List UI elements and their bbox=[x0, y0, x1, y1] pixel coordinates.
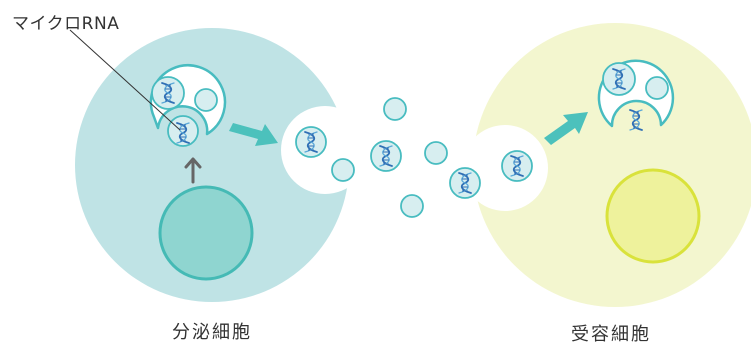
budding-vesicle bbox=[167, 115, 199, 147]
microrna-leader-line bbox=[69, 29, 181, 131]
uptake-arrow bbox=[544, 112, 588, 145]
recipient-cell-nucleus bbox=[605, 168, 701, 264]
secreting-multivesicular-body bbox=[149, 64, 227, 136]
exosome bbox=[295, 126, 327, 158]
microrna-label: マイクロRNA bbox=[12, 14, 120, 34]
recipient-cell-label: 受容細胞 bbox=[571, 324, 651, 345]
exosome bbox=[449, 167, 481, 199]
transcription-arrow bbox=[184, 157, 202, 184]
exosome bbox=[424, 141, 448, 165]
exosome bbox=[370, 140, 402, 172]
secreting-cell-nucleus bbox=[158, 185, 254, 281]
secreting-cell-release-site bbox=[281, 106, 369, 194]
exosome bbox=[331, 158, 355, 182]
secretion-arrow bbox=[229, 123, 278, 146]
exosome bbox=[400, 194, 424, 218]
secreting-cell-label: 分泌細胞 bbox=[172, 322, 252, 343]
exosome bbox=[383, 97, 407, 121]
exosome bbox=[501, 150, 533, 182]
recipient-endosome bbox=[597, 59, 675, 128]
